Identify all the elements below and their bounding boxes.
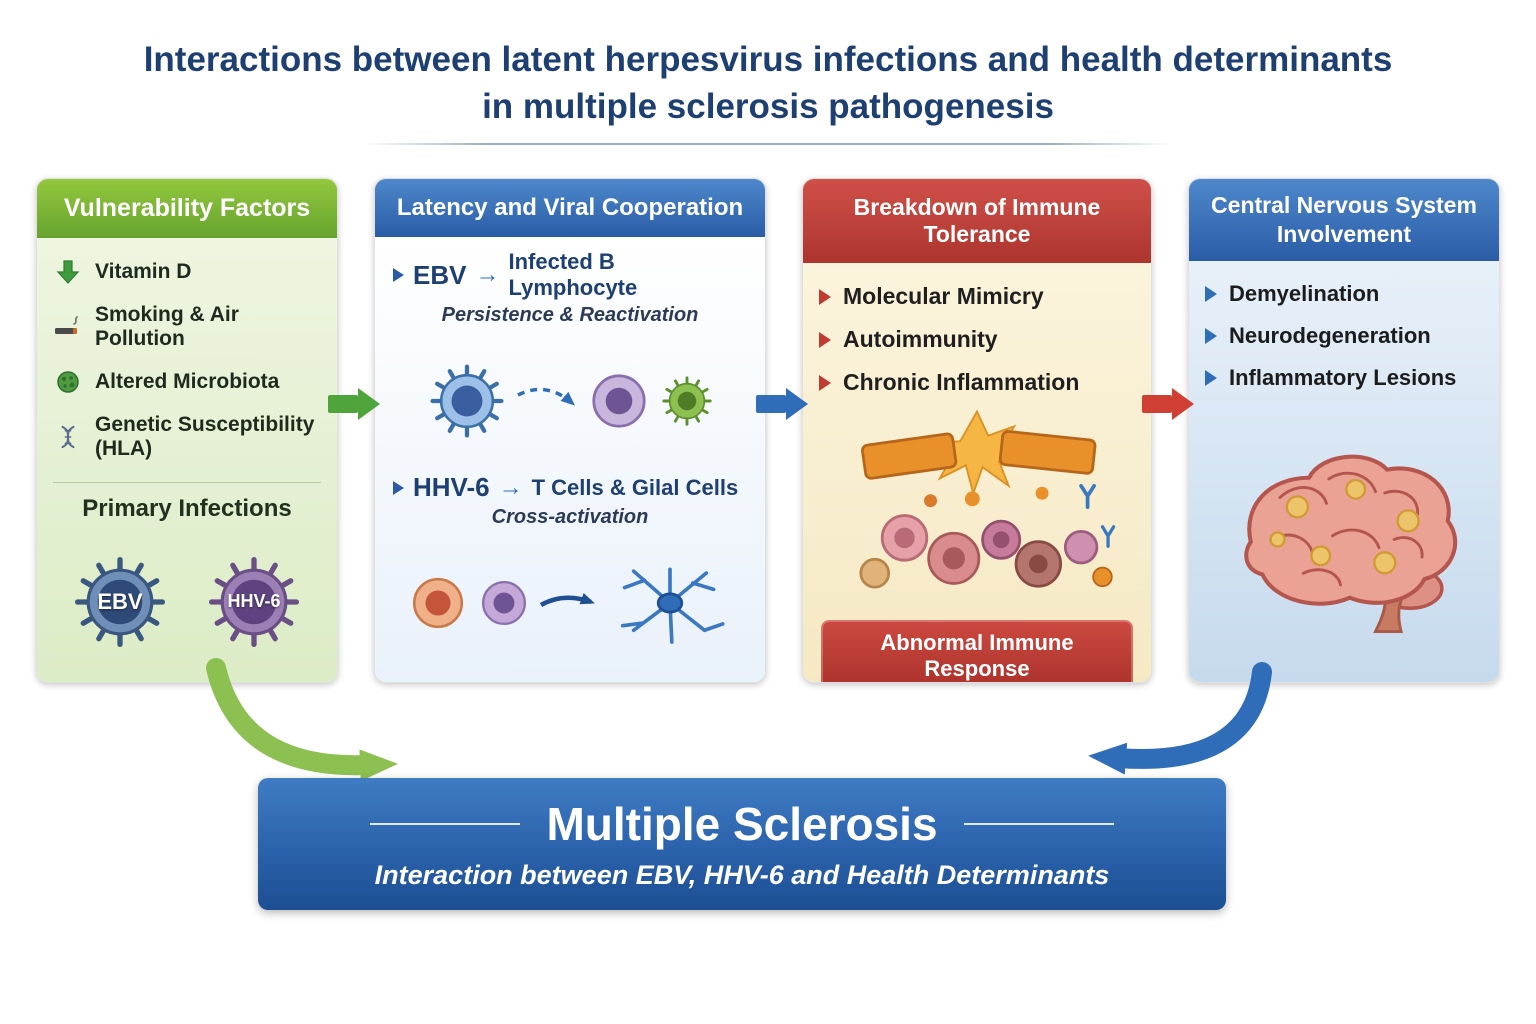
- panel-vulnerability-factors: Vulnerability Factors Vitamin D: [36, 178, 338, 683]
- title-line-1: Interactions between latent herpesvirus …: [143, 40, 1393, 79]
- banner-line-left: [370, 823, 521, 825]
- target-name: Infected B Lymphocyte: [508, 249, 638, 300]
- bullet-arrow-icon: [393, 268, 404, 282]
- hhv6-row-heading: HHV-6 → T Cells & Gilal Cells: [393, 472, 747, 503]
- flow-arrow-green: [328, 388, 384, 420]
- bullet-arrow-icon: [393, 480, 404, 495]
- item-label: Molecular Mimicry: [843, 283, 1044, 309]
- right-arrow-icon: →: [475, 261, 500, 288]
- blue-virus-icon: [430, 363, 504, 438]
- item-label: Demyelination: [1229, 280, 1380, 306]
- hhv6-virus-icon: HHV-6: [201, 549, 307, 655]
- ebv-row-heading: EBV → Infected B Lymphocyte: [393, 249, 747, 301]
- solid-arrow-icon: [539, 592, 595, 607]
- bullet-arrow-icon: [819, 288, 831, 305]
- cigarette-icon: [53, 315, 83, 339]
- panel-cns-header: Central Nervous System Involvement: [1189, 179, 1499, 261]
- item-label: Smoking & Air Pollution: [95, 303, 239, 350]
- panel-latency-header: Latency and Viral Cooperation: [375, 179, 765, 237]
- t-cell-icon: [412, 577, 464, 628]
- primary-infections-heading: Primary Infections: [82, 495, 292, 522]
- page-title: Interactions between latent herpesvirus …: [0, 36, 1536, 145]
- banner-title: Multiple Sclerosis: [546, 798, 938, 850]
- green-virus-icon: [662, 375, 712, 426]
- list-item: Autoimmunity: [819, 326, 1135, 353]
- down-arrow-icon: [53, 259, 83, 285]
- neuron-icon: [620, 567, 725, 644]
- multiple-sclerosis-banner: Multiple Sclerosis Interaction between E…: [258, 778, 1226, 910]
- glial-cell-icon: [481, 580, 527, 625]
- flow-arrow-red: [1142, 388, 1198, 420]
- item-label: Autoimmunity: [843, 326, 998, 352]
- brain-illustration: [1205, 399, 1483, 675]
- microbiota-icon: [53, 369, 83, 395]
- ebv-label: EBV: [97, 588, 143, 614]
- list-item: Genetic Susceptibility (HLA): [53, 413, 321, 461]
- blue-curved-arrow: [1088, 662, 1272, 775]
- hhv6-label: HHV-6: [227, 591, 281, 611]
- hhv6-caption: Cross-activation: [491, 506, 649, 528]
- ebv-caption: Persistence & Reactivation: [441, 304, 699, 326]
- panel-immune-tolerance: Breakdown of Immune Tolerance Molecular …: [802, 178, 1152, 683]
- item-label: Genetic Susceptibility (HLA): [95, 413, 315, 460]
- item-label: Inflammatory Lesions: [1229, 364, 1457, 390]
- brain-icon: [1244, 454, 1458, 634]
- virus-name: HHV-6: [413, 472, 490, 502]
- bullet-arrow-icon: [1205, 327, 1217, 344]
- list-item: Smoking & Air Pollution: [53, 303, 321, 351]
- banner-title-row: Multiple Sclerosis: [370, 797, 1114, 851]
- dashed-arrow-icon: [517, 387, 576, 406]
- bullet-arrow-icon: [819, 374, 831, 391]
- list-item: Inflammatory Lesions: [1205, 365, 1483, 391]
- panel-vulnerability-header: Vulnerability Factors: [37, 179, 337, 238]
- list-item: Demyelination: [1205, 281, 1483, 307]
- list-item: Chronic Inflammation: [819, 369, 1135, 396]
- item-label: Chronic Inflammation: [843, 369, 1080, 395]
- dna-icon: [53, 424, 83, 450]
- banner-subtitle: Interaction between EBV, HHV-6 and Healt…: [374, 860, 1110, 890]
- ebv-illustration: [393, 329, 747, 472]
- b-lymphocyte-icon: [592, 373, 646, 428]
- item-label: Vitamin D: [95, 260, 192, 283]
- virus-name: EBV: [413, 259, 467, 290]
- panel-cns-body: Demyelination Neurodegeneration Inflamma…: [1189, 260, 1499, 682]
- bullet-arrow-icon: [819, 331, 831, 348]
- item-label: Altered Microbiota: [95, 370, 280, 393]
- item-label: Neurodegeneration: [1229, 322, 1431, 348]
- list-item: Vitamin D: [53, 259, 321, 285]
- section-divider: [53, 482, 321, 483]
- right-arrow-icon: →: [498, 473, 523, 501]
- hhv6-illustration: [393, 531, 747, 674]
- panels-row: Vulnerability Factors Vitamin D: [36, 178, 1500, 683]
- banner-line-right: [963, 823, 1114, 825]
- inflammation-illustration: [819, 404, 1135, 616]
- bullet-arrow-icon: [1205, 285, 1217, 302]
- panel-cns-involvement: Central Nervous System Involvement Demye…: [1188, 178, 1500, 683]
- list-item: Molecular Mimicry: [819, 283, 1135, 310]
- panel-immune-header: Breakdown of Immune Tolerance: [803, 179, 1151, 263]
- abnormal-immune-response-badge: Abnormal Immune Response: [821, 620, 1133, 682]
- list-item: Neurodegeneration: [1205, 323, 1483, 349]
- flow-arrow-blue: [756, 388, 812, 420]
- title-line-2: in multiple sclerosis pathogenesis: [482, 87, 1054, 127]
- panel-immune-body: Molecular Mimicry Autoimmunity Chronic I…: [803, 263, 1151, 682]
- panel-vulnerability-body: Vitamin D Smoking & Air Pollution: [37, 238, 337, 682]
- panel-latency-body: EBV → Infected B Lymphocyte Persistence …: [375, 237, 765, 682]
- target-name: T Cells & Gilal Cells: [531, 474, 739, 500]
- panel-latency-cooperation: Latency and Viral Cooperation EBV → Infe…: [374, 178, 766, 683]
- list-item: Altered Microbiota: [53, 369, 321, 395]
- title-divider: [363, 142, 1173, 145]
- bullet-arrow-icon: [1205, 369, 1217, 386]
- ebv-virus-icon: EBV: [67, 549, 173, 655]
- virus-row: EBV HHV-6: [53, 531, 321, 672]
